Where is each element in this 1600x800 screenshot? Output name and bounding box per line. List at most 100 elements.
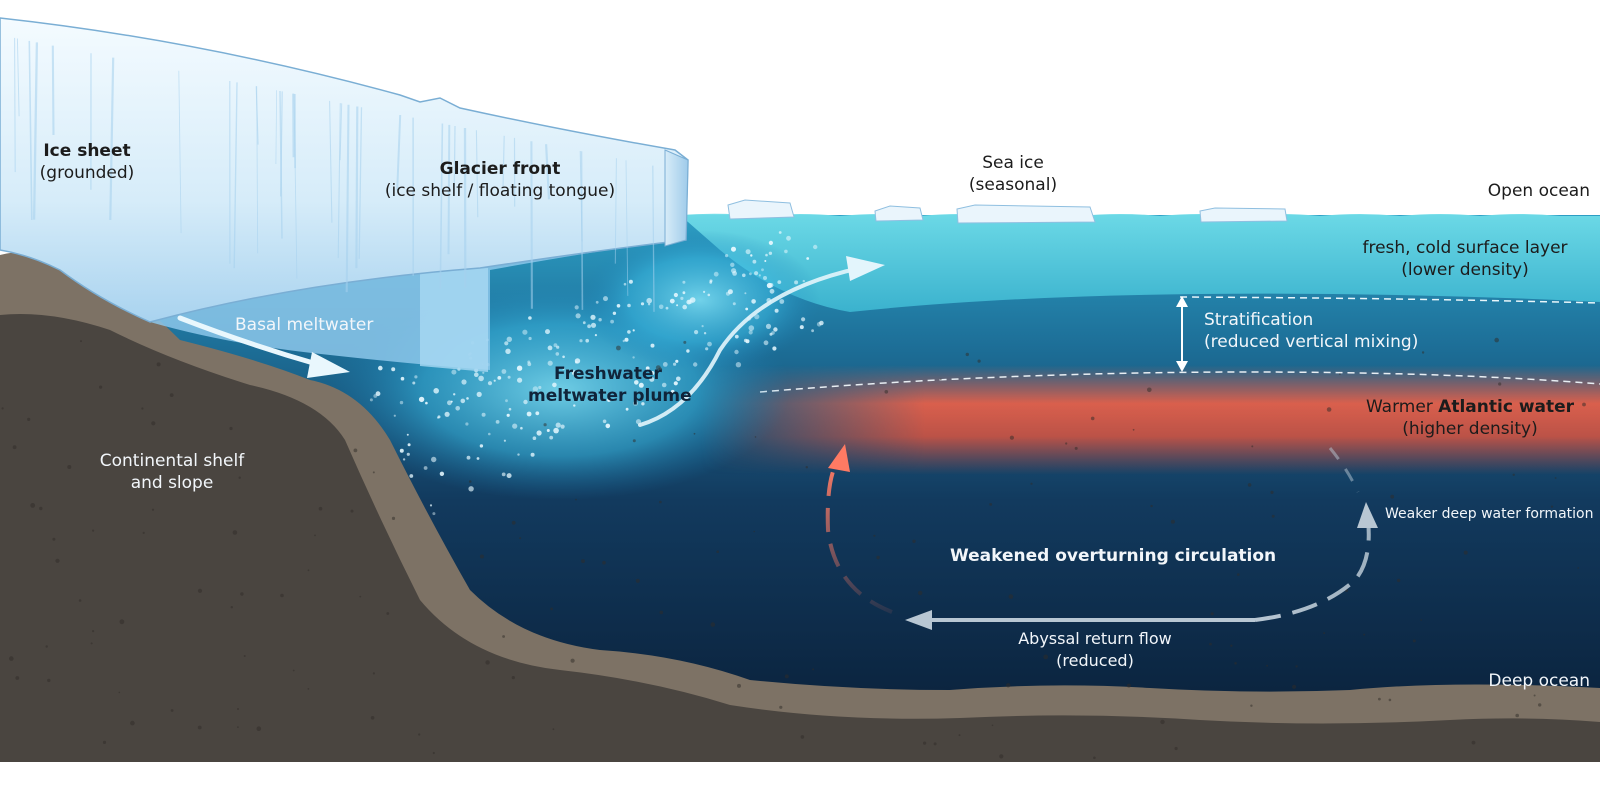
plume-particle: [556, 345, 560, 349]
sea-ice-floes: [727, 199, 1288, 224]
plume-glow-2: [580, 230, 820, 370]
ice-streak: [51, 45, 55, 136]
rock-speck: [141, 407, 144, 410]
plume-particle: [466, 397, 469, 400]
rock-speck: [1271, 514, 1275, 518]
plume-particle: [650, 371, 655, 375]
plume-particle: [673, 292, 679, 298]
plume-particle: [705, 347, 709, 351]
plume-particle: [766, 282, 773, 289]
glacier-front-sub: (ice shelf / floating tongue): [384, 181, 616, 201]
rock-speck: [1326, 407, 1332, 412]
continental-shelf-label: Continental shelf and slope: [92, 450, 252, 494]
plume-particle: [784, 249, 788, 254]
plume-particle: [553, 427, 559, 434]
rock-speck: [958, 734, 961, 737]
plume-particle: [555, 352, 560, 356]
plume-particle: [466, 455, 471, 460]
rock-speck: [659, 610, 664, 615]
plume-particle: [709, 279, 713, 283]
plume-particle: [505, 348, 511, 354]
ice-streak: [255, 86, 259, 145]
plume-particle: [535, 411, 540, 416]
plume-particle: [682, 280, 686, 284]
rock-speck: [754, 436, 757, 438]
plume-particle: [779, 299, 785, 304]
plume-particle: [763, 340, 769, 346]
plume-particle: [431, 456, 437, 463]
plume-particle: [495, 420, 500, 424]
rock-speck: [1420, 619, 1423, 621]
plume-particle: [713, 271, 719, 277]
rock-speck: [876, 555, 880, 560]
rock-speck: [923, 741, 927, 745]
plume-particle: [507, 375, 511, 379]
plume-particle: [673, 362, 677, 366]
plume-particle: [748, 330, 753, 335]
plume-particle: [670, 389, 675, 394]
ice-streak: [275, 90, 277, 165]
atlantic-water-title: Warmer Atlantic water: [1360, 396, 1580, 418]
glacier-front-title: Glacier front: [439, 159, 561, 179]
rock-speck: [1396, 578, 1401, 583]
plume-particle: [474, 372, 479, 378]
plume-particle: [623, 282, 627, 286]
rock-speck: [1538, 703, 1542, 707]
rock-speck: [240, 592, 244, 596]
ice-streak: [502, 135, 505, 189]
plume-particle: [649, 376, 655, 382]
plume-particle: [451, 369, 457, 375]
weaker-formation-text: Weaker deep water formation: [1385, 506, 1594, 522]
rock-speck: [67, 465, 72, 469]
plume-particle: [393, 414, 396, 417]
rock-speck: [912, 539, 916, 543]
plume-particle: [730, 262, 735, 267]
abyssal-line2: (reduced): [1056, 651, 1134, 670]
plume-particle: [406, 433, 409, 436]
plume-particle: [731, 246, 736, 252]
rock-speck: [92, 630, 95, 633]
rock-speck: [370, 716, 375, 720]
ice-streak: [28, 40, 33, 221]
plume-particle: [425, 401, 428, 405]
plume-particle: [727, 289, 733, 295]
plume-particle: [571, 370, 578, 376]
rock-speck: [779, 705, 783, 709]
rock-speck: [1471, 740, 1476, 745]
plume-particle: [493, 379, 496, 382]
rock-speck: [965, 352, 969, 357]
rock-speck: [170, 709, 174, 712]
rock-speck: [570, 658, 575, 663]
plume-particle: [682, 291, 686, 295]
plume-particle: [439, 471, 445, 476]
stratification-line2: (reduced vertical mixing): [1204, 332, 1419, 352]
rock-speck: [1008, 594, 1014, 599]
plume-particle: [634, 380, 639, 385]
surface-layer-line2: (lower density): [1401, 260, 1529, 280]
plume-particle: [761, 268, 764, 272]
ice-sheet: [0, 17, 689, 323]
basal-meltwater-arrow: [177, 315, 323, 368]
stratification-arrowhead-down: [1176, 361, 1188, 372]
rock-speck: [939, 378, 942, 381]
plume-particle: [632, 356, 635, 359]
abyssal-line1: Abyssal return flow: [1018, 629, 1172, 648]
plume-particle: [555, 422, 561, 428]
plume-particle: [590, 322, 597, 328]
rock-speck: [784, 674, 789, 679]
plume-particle: [527, 362, 532, 367]
upwelling-arrowhead: [828, 444, 850, 472]
sea-ice-label: Sea ice (seasonal): [948, 152, 1078, 196]
plume-particle: [553, 343, 558, 348]
overturning-label: Weakened overturning circulation: [950, 545, 1276, 567]
rock-speck: [386, 612, 390, 615]
rock-speck: [78, 599, 82, 602]
plume-particle: [693, 362, 698, 367]
plume-particle: [628, 279, 633, 284]
plume-particle: [676, 376, 681, 382]
deep-formation-fade: [1328, 447, 1360, 493]
plume-particle: [587, 324, 591, 329]
plume-particle: [536, 430, 542, 436]
plume-particle: [391, 367, 396, 372]
